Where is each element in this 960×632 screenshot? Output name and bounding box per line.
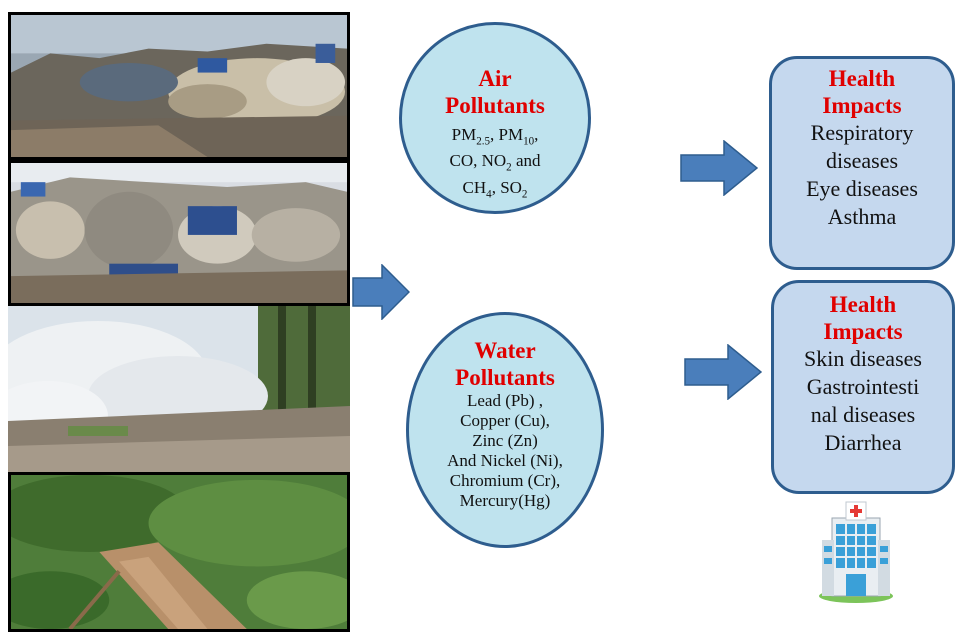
polluted-river-photo	[8, 472, 350, 632]
water-pollutant-item: Zinc (Zn)	[472, 431, 538, 450]
health-impact-item: Asthma	[827, 204, 897, 229]
air-pollutants-circle: Air Pollutants PM2.5, PM10, CO, NO2 and …	[399, 22, 591, 214]
water-pollutant-item: And Nickel (Ni),	[447, 451, 563, 470]
right-arrow-icon	[684, 344, 762, 400]
health-impact-item: Skin diseases	[804, 346, 922, 371]
landfill-waste-heap-photo	[8, 12, 350, 160]
water-pollutants-title-line2: Pollutants	[455, 365, 555, 390]
health-impact-item: diseases	[825, 148, 899, 173]
health-impact-item: Eye diseases	[806, 176, 918, 201]
air-pollutants-title-line2: Pollutants	[445, 93, 545, 118]
health-impact-item: Respiratory	[810, 120, 914, 145]
health-impacts-title-line1: Health	[829, 292, 897, 317]
water-pollutant-item: Lead (Pb) ,	[466, 391, 543, 410]
air-pollutant-line-2: CO, NO2 and	[449, 151, 541, 174]
health-impact-item: Gastrointesti	[806, 374, 920, 399]
water-pollutant-item: Mercury(Hg)	[459, 491, 551, 510]
health-impacts-title-line2: Impacts	[823, 319, 903, 344]
health-impacts-title-line1: Health	[828, 66, 896, 91]
health-impact-item: Diarrhea	[824, 430, 902, 455]
water-pollutant-item: Chromium (Cr),	[449, 471, 561, 490]
air-pollutant-line-3: CH4, SO2	[462, 177, 528, 201]
water-pollutant-item: Copper (Cu),	[460, 411, 550, 430]
health-impacts-title-line2: Impacts	[822, 93, 902, 118]
health-impacts-air-box: Health Impacts Respiratory diseases Eye …	[769, 56, 955, 270]
landfill-bags-photo	[8, 160, 350, 306]
air-pollutant-line-1: PM2.5, PM10,	[451, 125, 539, 148]
health-impact-item: nal diseases	[810, 402, 916, 427]
water-pollutants-circle: Water Pollutants Lead (Pb) , Copper (Cu)…	[406, 312, 604, 548]
health-impacts-water-box: Health Impacts Skin diseases Gastrointes…	[771, 280, 955, 494]
burning-waste-smoke-photo	[8, 306, 350, 472]
hospital-building-icon	[819, 501, 893, 603]
air-pollutants-title-line1: Air	[478, 66, 512, 91]
right-arrow-icon	[680, 140, 758, 196]
right-arrow-icon	[352, 264, 410, 320]
water-pollutants-title-line1: Water	[474, 338, 536, 363]
